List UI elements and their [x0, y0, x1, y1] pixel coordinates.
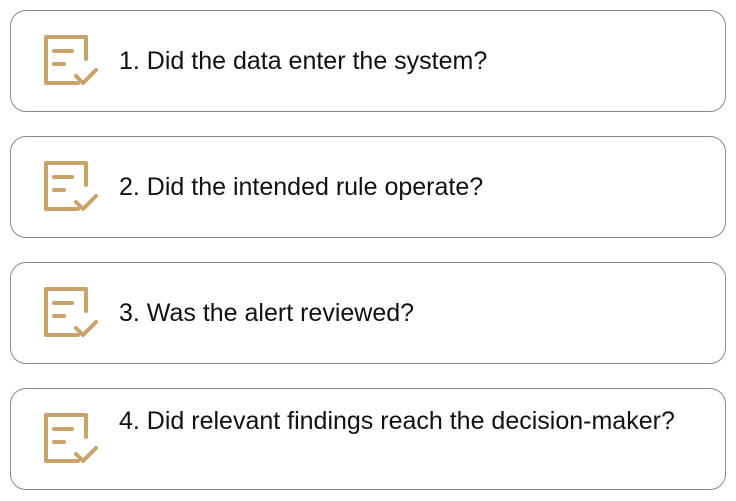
checklist-item-label: 1. Did the data enter the system?: [119, 47, 488, 75]
checklist-item: 2. Did the intended rule operate?: [10, 136, 726, 238]
checklist-icon: [38, 31, 102, 95]
checklist-item: 1. Did the data enter the system?: [10, 10, 726, 112]
checklist-item-label: 2. Did the intended rule operate?: [119, 173, 484, 201]
checklist-item: 3. Was the alert reviewed?: [10, 262, 726, 364]
checklist-item-label: 3. Was the alert reviewed?: [119, 299, 415, 327]
checklist: 1. Did the data enter the system? 2. Did…: [10, 10, 726, 490]
checklist-icon: [38, 409, 102, 473]
checklist-icon: [38, 157, 102, 221]
checklist-item: 4. Did relevant findings reach the decis…: [10, 388, 726, 490]
checklist-icon: [38, 283, 102, 347]
checklist-item-label: 4. Did relevant findings reach the decis…: [119, 407, 675, 435]
